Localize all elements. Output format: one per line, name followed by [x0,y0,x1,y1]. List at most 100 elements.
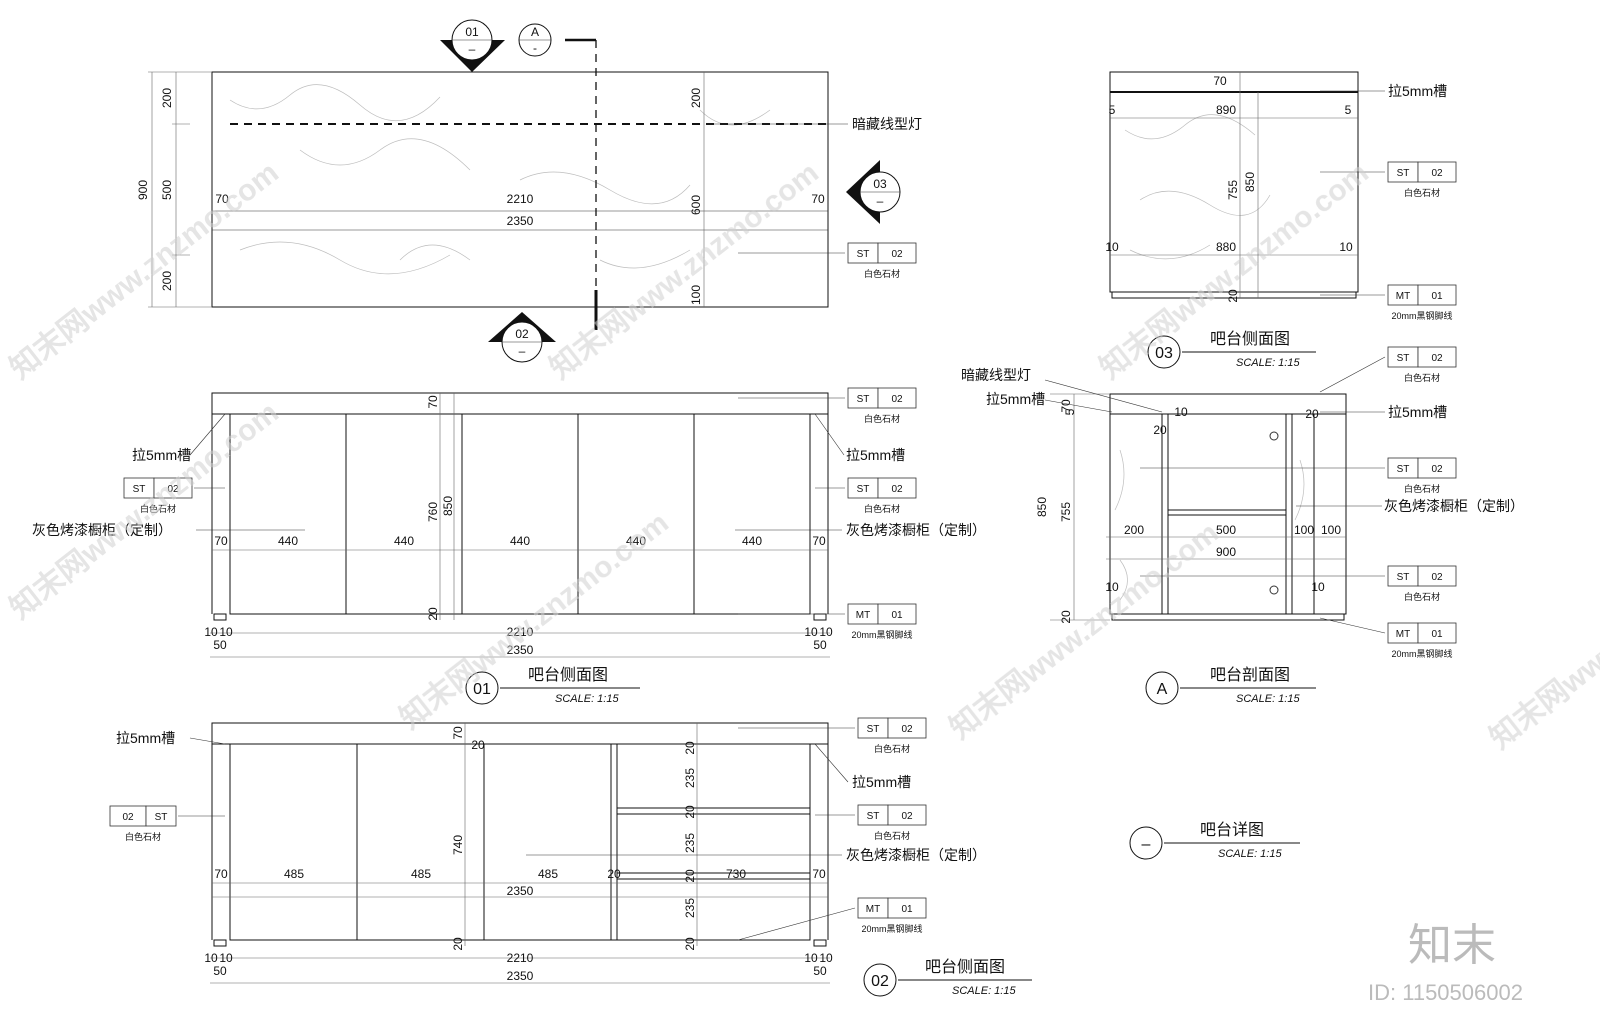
sa-dim-900: 900 [1216,545,1236,559]
e02-drw-20-d: 20 [683,937,697,951]
sa-tag2-sub: 白色石材 [1404,483,1440,494]
s03-title: 吧台侧面图 [1210,330,1290,348]
e02-drw-235-a: 235 [683,768,697,788]
e01-door-1: 440 [278,534,298,548]
s03-tag2-num: 01 [1431,291,1443,302]
sa-dim-5: 5 [1063,408,1077,415]
e01-cabinet-right: 灰色烤漆橱柜（定制） [846,522,986,538]
sa-title: 吧台剖面图 [1210,666,1290,684]
e01-tag3-sub: 白色石材 [140,503,176,514]
e01-dim-2350: 2350 [507,643,534,657]
s03-dim-20: 20 [1226,289,1240,303]
sa-dim-70: 70 [1059,399,1073,413]
e01-dim-2210: 2210 [507,625,534,639]
plan-dim-2350: 2350 [507,214,534,228]
detail-title-block: – 吧台详图 SCALE: 1:15 [1129,821,1300,860]
side-view-03: 70 5 890 5 755 850 10 880 10 20 拉5mm槽 ST… [1105,71,1457,369]
plan-tag-sub: 白色石材 [864,268,900,279]
watermark-id: ID: 1150506002 [1368,980,1523,1005]
svg-text:–: – [469,42,476,56]
sa-dim-20-left: 20 [1153,423,1167,437]
sa-light-label: 暗藏线型灯 [961,367,1031,383]
e01-tag4-code: MT [856,610,870,621]
s03-tag1-code: ST [1397,168,1410,179]
plan-light-label: 暗藏线型灯 [852,116,922,132]
e01-tag2-code: ST [857,484,870,495]
detail-title: 吧台详图 [1200,821,1264,839]
e02-drw-235-c: 235 [683,898,697,918]
sa-tag1-sub: 白色石材 [1404,372,1440,383]
e01-side-70-right: 70 [812,534,826,548]
sa-cabinet: 灰色烤漆橱柜（定制） [1384,498,1524,514]
sa-dim-10-right: 10 [1311,580,1325,594]
e01-d10-b: 10 [219,625,233,639]
watermark-layer: 知末网www.znzmo.com 知末网www.znzmo.com 知末网www… [4,156,1600,756]
svg-text:A: A [531,25,539,39]
e01-title-number: 01 [473,681,491,698]
sa-title-letter: A [1157,681,1168,698]
sa-tag3-sub: 白色石材 [1404,591,1440,602]
e01-tag3-code: ST [133,484,146,495]
s03-scale: SCALE: 1:15 [1236,357,1300,369]
s03-dim-70: 70 [1213,74,1227,88]
sa-tag4-sub: 20mm黑钢脚线 [1391,648,1452,659]
sa-tag4-num: 01 [1431,629,1443,640]
s03-dim-850: 850 [1243,172,1257,192]
sa-dim-10-left: 10 [1105,580,1119,594]
s03-dim-755: 755 [1226,180,1240,200]
e02-d10-a: 10 [204,951,218,965]
section-symbol-01: 01 – [440,19,505,72]
plan-dim-200-bottom: 200 [160,271,174,291]
e02-dim-20-bottom: 20 [451,937,465,951]
section-symbol-03: 03 – [846,160,901,224]
e02-groove-right: 拉5mm槽 [852,774,911,790]
e01-dim-20: 20 [426,607,440,621]
sa-groove-right: 拉5mm槽 [1388,404,1447,420]
e02-d50-left: 50 [213,964,227,978]
e02-side-70-left: 70 [214,867,228,881]
svg-text:-: - [533,41,537,55]
e02-drw-20-c: 20 [683,869,697,883]
sa-dim-755: 755 [1059,502,1073,522]
e02-dim-2350: 2350 [507,969,534,983]
e02-d10-c: 10 [804,951,818,965]
e02-door-2: 485 [411,867,431,881]
sa-scale: SCALE: 1:15 [1236,693,1300,705]
elevation-01: 70 760 850 20 70 440 440 440 440 440 70 … [32,387,986,705]
e01-tag1-sub: 白色石材 [864,413,900,424]
svg-text:–: – [519,344,526,358]
detail-scale: SCALE: 1:15 [1218,848,1282,860]
watermark-4: 知末网www.znzmo.com [4,396,285,626]
e02-tag3-sub: 白色石材 [125,831,161,842]
e01-door-4: 440 [626,534,646,548]
e01-side-70-left: 70 [214,534,228,548]
s03-dim-5-left: 5 [1109,103,1116,117]
e01-tag1-code: ST [857,394,870,405]
e02-drw-20-a: 20 [683,741,697,755]
sa-dim-20-bottom: 20 [1059,610,1073,624]
e01-title: 吧台侧面图 [528,666,608,684]
e02-tag4-num: 01 [901,904,913,915]
sa-tag1-code: ST [1397,353,1410,364]
section-symbol-A: A - [518,23,552,57]
plan-tag-code: ST [857,249,870,260]
e01-door-2: 440 [394,534,414,548]
e02-tag4-code: MT [866,904,880,915]
e01-dim-70: 70 [426,395,440,409]
plan-dim-200-top: 200 [160,88,174,108]
sa-dim-100-b: 100 [1321,523,1341,537]
e02-title-number: 02 [871,973,889,990]
e02-drw-20-b: 20 [683,805,697,819]
e02-groove-left: 拉5mm槽 [116,730,175,746]
e02-d10-b: 10 [219,951,233,965]
svg-text:02: 02 [515,327,529,341]
sa-dim-10-top: 10 [1174,405,1188,419]
e02-dim-70: 70 [451,726,465,740]
e02-tag2-sub: 白色石材 [874,830,910,841]
s03-dim-880: 880 [1216,240,1236,254]
e01-tag2-sub: 白色石材 [864,503,900,514]
elevation-02: 70 20 740 20 20 235 20 235 20 235 20 70 … [109,717,1032,997]
e01-dim-850: 850 [441,496,455,516]
s03-tag1-sub: 白色石材 [1404,187,1440,198]
e02-tag3-num: 02 [122,812,134,823]
